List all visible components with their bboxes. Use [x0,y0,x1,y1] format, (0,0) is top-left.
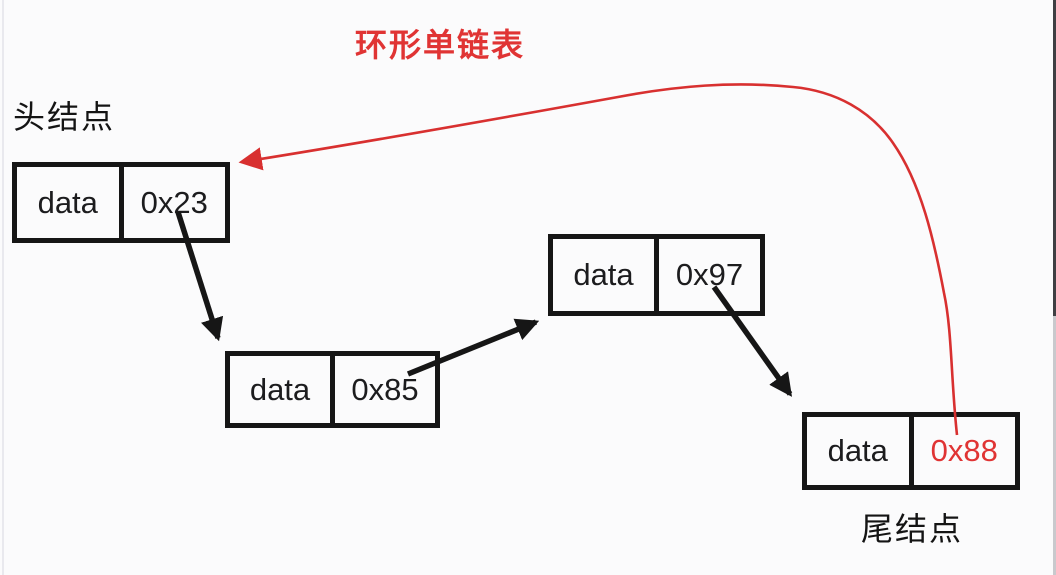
node-3: data 0x97 [548,234,765,316]
right-edge-divider [1053,0,1056,575]
node-3-data-cell: data [553,239,659,311]
diagram-title: 环形单链表 [355,27,526,63]
tail-node: data 0x88 [802,412,1020,490]
head-node-data-cell: data [17,167,124,238]
head-node: data 0x23 [12,162,230,243]
tail-node-label: 尾结点 [860,511,963,547]
left-edge-divider [2,0,4,575]
tail-node-data-cell: data [807,417,914,485]
node-2: data 0x85 [225,351,440,428]
tail-node-pointer-cell: 0x88 [930,433,998,468]
node-2-pointer-cell: 0x85 [351,371,419,407]
node-2-data-cell: data [230,356,335,423]
head-node-label: 头结点 [13,99,116,135]
head-node-pointer-cell: 0x23 [140,184,208,220]
node-3-pointer-cell: 0x97 [675,257,744,292]
